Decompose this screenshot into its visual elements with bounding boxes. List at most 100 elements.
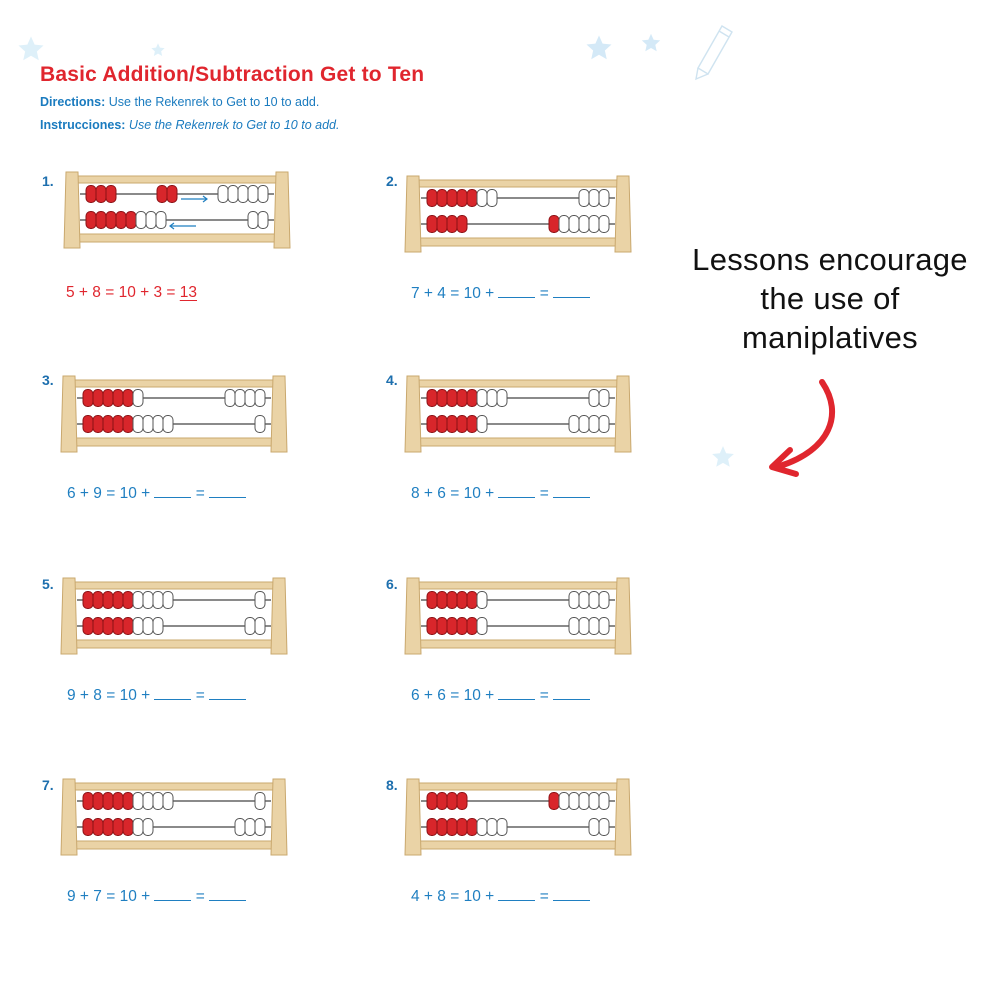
white-bead — [568, 591, 580, 609]
red-bead — [548, 792, 560, 810]
red-bead — [122, 415, 134, 433]
red-bead — [456, 189, 468, 207]
red-bead — [446, 189, 458, 207]
white-bead — [598, 818, 610, 836]
problem-3-blank-1[interactable] — [154, 484, 192, 498]
problem-5-blank-2[interactable] — [209, 686, 247, 700]
problem-8-blank-2[interactable] — [553, 887, 591, 901]
red-bead — [466, 415, 478, 433]
red-bead — [102, 818, 114, 836]
red-bead — [122, 792, 134, 810]
problem-7-number: 7. — [42, 777, 54, 793]
white-bead — [588, 617, 600, 635]
white-bead — [142, 617, 154, 635]
problem-3-equation: 6 + 9 = 10 + = — [67, 484, 247, 503]
star-icon — [641, 33, 661, 52]
problem-5-blank-1[interactable] — [154, 686, 192, 700]
white-bead — [568, 617, 580, 635]
frame-bottom-bar — [66, 437, 282, 447]
problem-7-equation: 9 + 7 = 10 + = — [67, 887, 247, 906]
red-bead — [436, 215, 448, 233]
problem-4-blank-2[interactable] — [553, 484, 591, 498]
red-bead — [95, 211, 107, 229]
white-bead — [257, 185, 269, 203]
red-bead — [456, 591, 468, 609]
white-bead — [578, 189, 590, 207]
red-bead — [446, 617, 458, 635]
red-bead — [92, 389, 104, 407]
white-bead — [135, 211, 147, 229]
white-bead — [254, 617, 266, 635]
white-bead — [578, 591, 590, 609]
problem-6-equation-text: 6 + 6 = 10 + — [411, 687, 499, 704]
white-bead — [244, 617, 256, 635]
problem-4-blank-1[interactable] — [498, 484, 536, 498]
white-bead — [152, 792, 164, 810]
rekenrek-7 — [60, 778, 288, 856]
white-bead — [155, 211, 167, 229]
problem-1-equation: 5 + 8 = 10 + 3 = 13 — [66, 284, 197, 302]
problem-3-blank-2[interactable] — [209, 484, 247, 498]
problem-7-blank-2[interactable] — [209, 887, 247, 901]
white-bead — [598, 215, 610, 233]
frame-top-bar — [69, 175, 285, 184]
red-bead — [436, 189, 448, 207]
problem-6-blank-2[interactable] — [553, 686, 591, 700]
red-bead — [92, 591, 104, 609]
frame-left-post — [404, 375, 422, 453]
problem-2-blank-2[interactable] — [553, 284, 591, 298]
red-bead — [436, 617, 448, 635]
problem-6-blank-1[interactable] — [498, 686, 536, 700]
white-bead — [588, 591, 600, 609]
frame-bottom-bar — [410, 437, 626, 447]
red-bead — [82, 591, 94, 609]
problem-7-blank-1[interactable] — [154, 887, 192, 901]
white-bead — [254, 415, 266, 433]
red-bead — [82, 818, 94, 836]
problem-4-equals: = — [535, 485, 554, 502]
callout-line-2: the use of — [760, 281, 900, 316]
problem-3-number: 3. — [42, 372, 54, 388]
white-bead — [224, 389, 236, 407]
white-bead — [247, 211, 259, 229]
red-bead — [426, 189, 438, 207]
red-bead — [456, 415, 468, 433]
frame-top-bar — [410, 581, 626, 590]
problem-3-equation-text: 6 + 9 = 10 + — [67, 485, 155, 502]
problem-1-answer: 13 — [179, 284, 198, 301]
red-bead — [112, 389, 124, 407]
red-bead — [112, 591, 124, 609]
red-bead — [548, 215, 560, 233]
red-bead — [446, 415, 458, 433]
problem-8-number: 8. — [386, 777, 398, 793]
red-bead — [92, 792, 104, 810]
rekenrek-1 — [63, 171, 291, 249]
red-bead — [456, 792, 468, 810]
problem-2-blank-1[interactable] — [498, 284, 536, 298]
white-bead — [476, 617, 488, 635]
pencil-icon — [695, 25, 733, 81]
red-bead — [426, 617, 438, 635]
problem-8-blank-1[interactable] — [498, 887, 536, 901]
frame-right-post — [273, 171, 291, 249]
directions-line: Directions: Use the Rekenrek to Get to 1… — [40, 95, 319, 109]
white-bead — [476, 591, 488, 609]
instrucciones-label: Instrucciones: — [40, 118, 126, 132]
white-bead — [558, 792, 570, 810]
frame-top-bar — [410, 379, 626, 388]
red-bead — [82, 415, 94, 433]
frame-right-post — [270, 778, 288, 856]
frame-left-post — [60, 577, 78, 655]
directions-text: Use the Rekenrek to Get to 10 to add. — [108, 95, 320, 109]
problem-7-equation-text: 9 + 7 = 10 + — [67, 888, 155, 905]
red-bead — [102, 792, 114, 810]
red-bead — [102, 389, 114, 407]
white-bead — [162, 792, 174, 810]
white-bead — [588, 818, 600, 836]
star-icon — [712, 446, 734, 467]
white-bead — [588, 415, 600, 433]
red-bead — [82, 389, 94, 407]
star-icon — [151, 43, 165, 56]
frame-bottom-bar — [66, 639, 282, 649]
white-bead — [496, 389, 508, 407]
